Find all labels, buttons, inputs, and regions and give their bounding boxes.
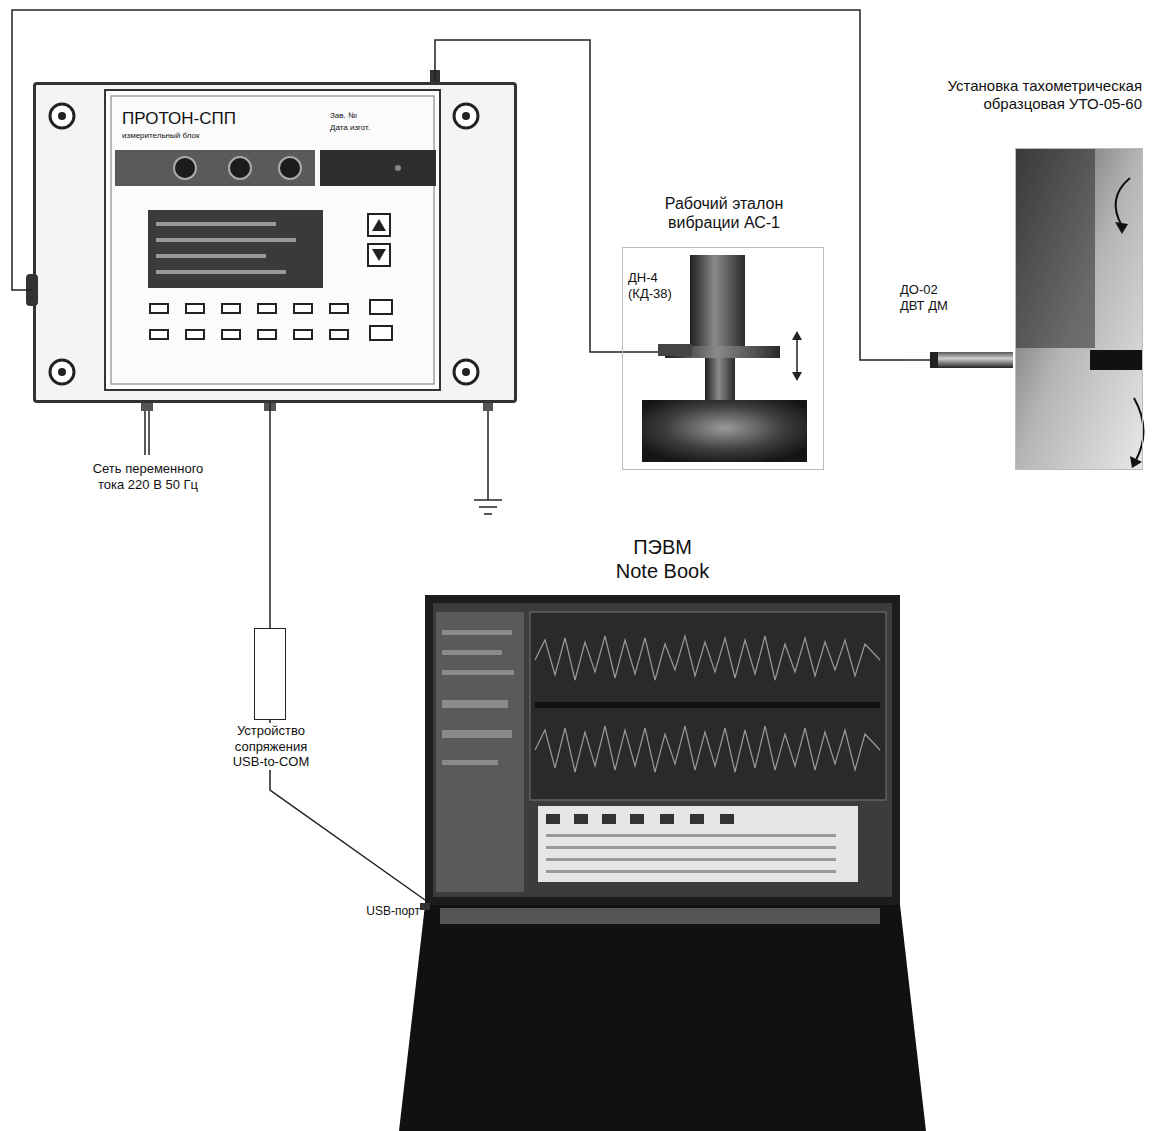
sensor-label: ДО-02 ДВТ ДМ [900,282,952,313]
adapter-label: Устройство сопряжения USB-to-COM [221,723,321,770]
cable-connector [12,10,898,360]
measuring-unit-panel [26,70,517,411]
speed-sensor-node: ДО-02 ДВТ ДМ [898,282,1013,370]
vibration-standard-box: Рабочий эталон вибрации АС-1ДН-4 (КД-38) [622,247,824,470]
vibration-standard [622,255,807,462]
measuring-unit: ПРОТОН-СПП измерительный блок Зав. № Дата и… [33,82,517,403]
cable-connector [435,40,622,352]
equipment-heading: Установка тахометрическая образцовая УТО… [876,77,1142,113]
device-title: ПРОТОН-СПП [122,109,322,129]
cable-connector [269,403,271,628]
equipment-heading: Рабочий эталон вибрации АС-1 [651,194,797,232]
sensor-label: ДН-4 (КД-38) [628,270,690,301]
speed-sensor [898,352,1013,368]
port-label: USB-порт [348,904,420,918]
computer-title: ПЭВМ Note Book [611,535,714,583]
interface-adapter: Устройство сопряжения USB-to-COM [254,628,286,720]
device-subtitle: измерительный блок [122,131,252,141]
serial-label: Зав. № [330,111,410,121]
ground-symbol [474,411,502,514]
tachometric-rig [1015,148,1144,470]
notebook-node: ПЭВМ Note Book [425,595,900,905]
power-label: Сеть переменного тока 220 В 50 Гц [78,461,218,492]
tachometric-rig-box: Установка тахометрическая образцовая УТО… [1015,148,1143,470]
power-cable [145,411,149,455]
notebook-computer [399,595,926,1131]
date-label: Дата изгот. [330,123,410,133]
